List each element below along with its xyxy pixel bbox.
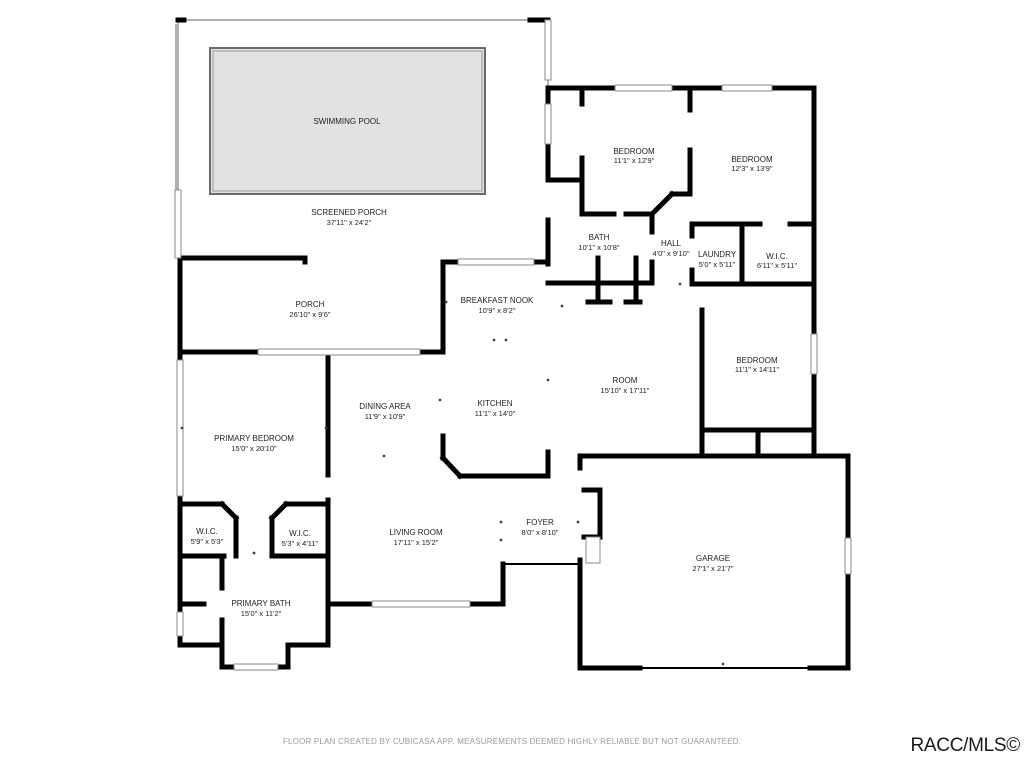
- wic-hall-dim: 6'11" x 5'11": [757, 261, 797, 270]
- hall-dim: 4'0" x 9'10": [653, 249, 690, 258]
- porch-label: PORCH: [296, 300, 325, 309]
- bath-label: BATH: [589, 233, 610, 242]
- garage-dim: 27'1" x 21'7": [692, 564, 733, 573]
- kitchen-dim: 11'1" x 14'0": [475, 409, 516, 418]
- primary-bath-dim: 15'0" x 11'2": [241, 609, 282, 618]
- swimming-pool: [209, 47, 486, 195]
- wic-left-dim: 5'9" x 5'3": [191, 537, 224, 546]
- room-labels: SWIMMING POOL SCREENED PORCH 37'11" x 24…: [191, 117, 798, 618]
- windows: [174, 19, 852, 671]
- wic-left-label: W.I.C.: [196, 527, 218, 536]
- exterior-walls: [177, 85, 851, 671]
- primary-bedroom-label: PRIMARY BEDROOM: [214, 434, 294, 443]
- screened-porch-label: SCREENED PORCH: [311, 208, 387, 217]
- fixture-dots: [180, 282, 725, 666]
- bedroom-3-dim: 12'3" x 13'9": [731, 164, 772, 173]
- screened-porch-dim: 37'11" x 24'2": [327, 218, 372, 227]
- swimming-pool-edge: [212, 50, 483, 192]
- bedroom-4-label: BEDROOM: [736, 356, 778, 365]
- room-dim: 15'10" x 17'11": [601, 386, 650, 395]
- wic-right-dim: 5'3" x 4'11": [282, 539, 319, 548]
- disclaimer-footer: FLOOR PLAN CREATED BY CUBICASA APP. MEAS…: [282, 737, 742, 746]
- wic-right-label: W.I.C.: [289, 529, 311, 538]
- room-label: ROOM: [613, 376, 638, 385]
- primary-bedroom-dim: 15'0" x 20'10": [231, 444, 277, 453]
- bedroom-2-label: BEDROOM: [613, 147, 655, 156]
- laundry-label: LAUNDRY: [698, 250, 737, 259]
- hall-label: HALL: [661, 239, 682, 248]
- porch-dim: 26'10" x 9'6": [289, 310, 330, 319]
- foyer-dim: 8'0" x 8'10": [522, 528, 559, 537]
- pool-label: SWIMMING POOL: [313, 117, 381, 126]
- dining-label: DINING AREA: [359, 402, 411, 411]
- foyer-entry: [503, 536, 601, 565]
- interior-walls: [177, 85, 817, 648]
- foyer-label: FOYER: [526, 518, 554, 527]
- living-room-label: LIVING ROOM: [389, 528, 443, 537]
- garage-label: GARAGE: [696, 554, 730, 563]
- bedroom-3-label: BEDROOM: [731, 155, 773, 164]
- wic-hall-label: W.I.C.: [766, 252, 788, 261]
- bedroom-2-dim: 11'1" x 12'9": [614, 156, 655, 165]
- brand-watermark: RACC/MLS©: [910, 735, 1021, 756]
- bath-dim: 10'1" x 10'8": [578, 243, 619, 252]
- bedroom-4-dim: 11'1" x 14'11": [735, 365, 780, 374]
- breakfast-nook-label: BREAKFAST NOOK: [461, 296, 534, 305]
- breakfast-nook-dim: 10'9" x 8'2": [479, 306, 516, 315]
- primary-bath-label: PRIMARY BATH: [231, 599, 290, 608]
- kitchen-label: KITCHEN: [477, 399, 512, 408]
- laundry-dim: 5'0" x 5'11": [699, 260, 736, 269]
- dining-dim: 11'9" x 10'9": [365, 412, 406, 421]
- living-room-dim: 17'11" x 15'2": [394, 538, 439, 547]
